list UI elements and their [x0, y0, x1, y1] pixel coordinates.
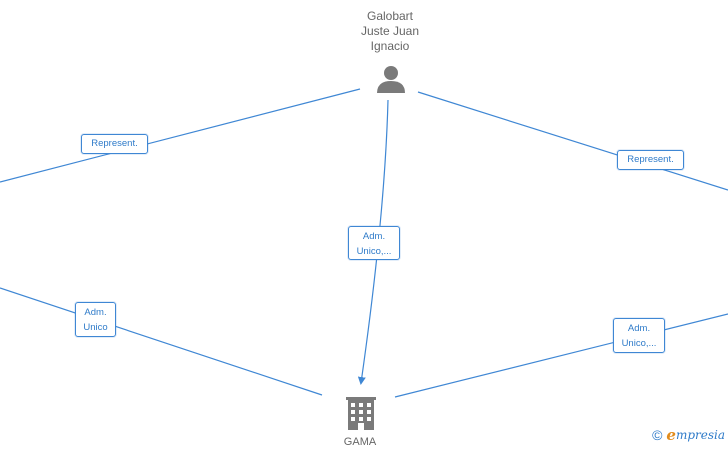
person-name[interactable]: Galobart Juste Juan Ignacio — [330, 9, 450, 54]
copyright-symbol: © — [652, 427, 663, 443]
edge-person-right — [417, 91, 728, 191]
company-name[interactable]: GAMA — [343, 436, 377, 448]
brand-initial: e — [666, 426, 676, 444]
edge-label-adm-right[interactable]: Adm. Unico,... — [613, 318, 665, 353]
edge-left-company — [0, 287, 323, 396]
person-name-line-2: Juste Juan — [360, 24, 420, 38]
edge-label-adm-left[interactable]: Adm. Unico — [75, 302, 116, 337]
person-name-line-3: Ignacio — [370, 39, 410, 53]
person-icon[interactable] — [377, 66, 405, 93]
edge-person-left — [0, 88, 361, 183]
edge-label-adm-center[interactable]: Adm. Unico,... — [348, 226, 400, 260]
building-icon[interactable] — [346, 397, 376, 430]
brand-rest: mpresia — [675, 428, 725, 442]
empresia-logo: © e mpresia — [652, 426, 725, 444]
person-name-line-1: Galobart — [366, 9, 414, 23]
edge-right-company — [394, 313, 728, 398]
edge-label-represent-left[interactable]: Represent. — [81, 134, 148, 154]
edge-label-represent-right[interactable]: Represent. — [617, 150, 684, 170]
